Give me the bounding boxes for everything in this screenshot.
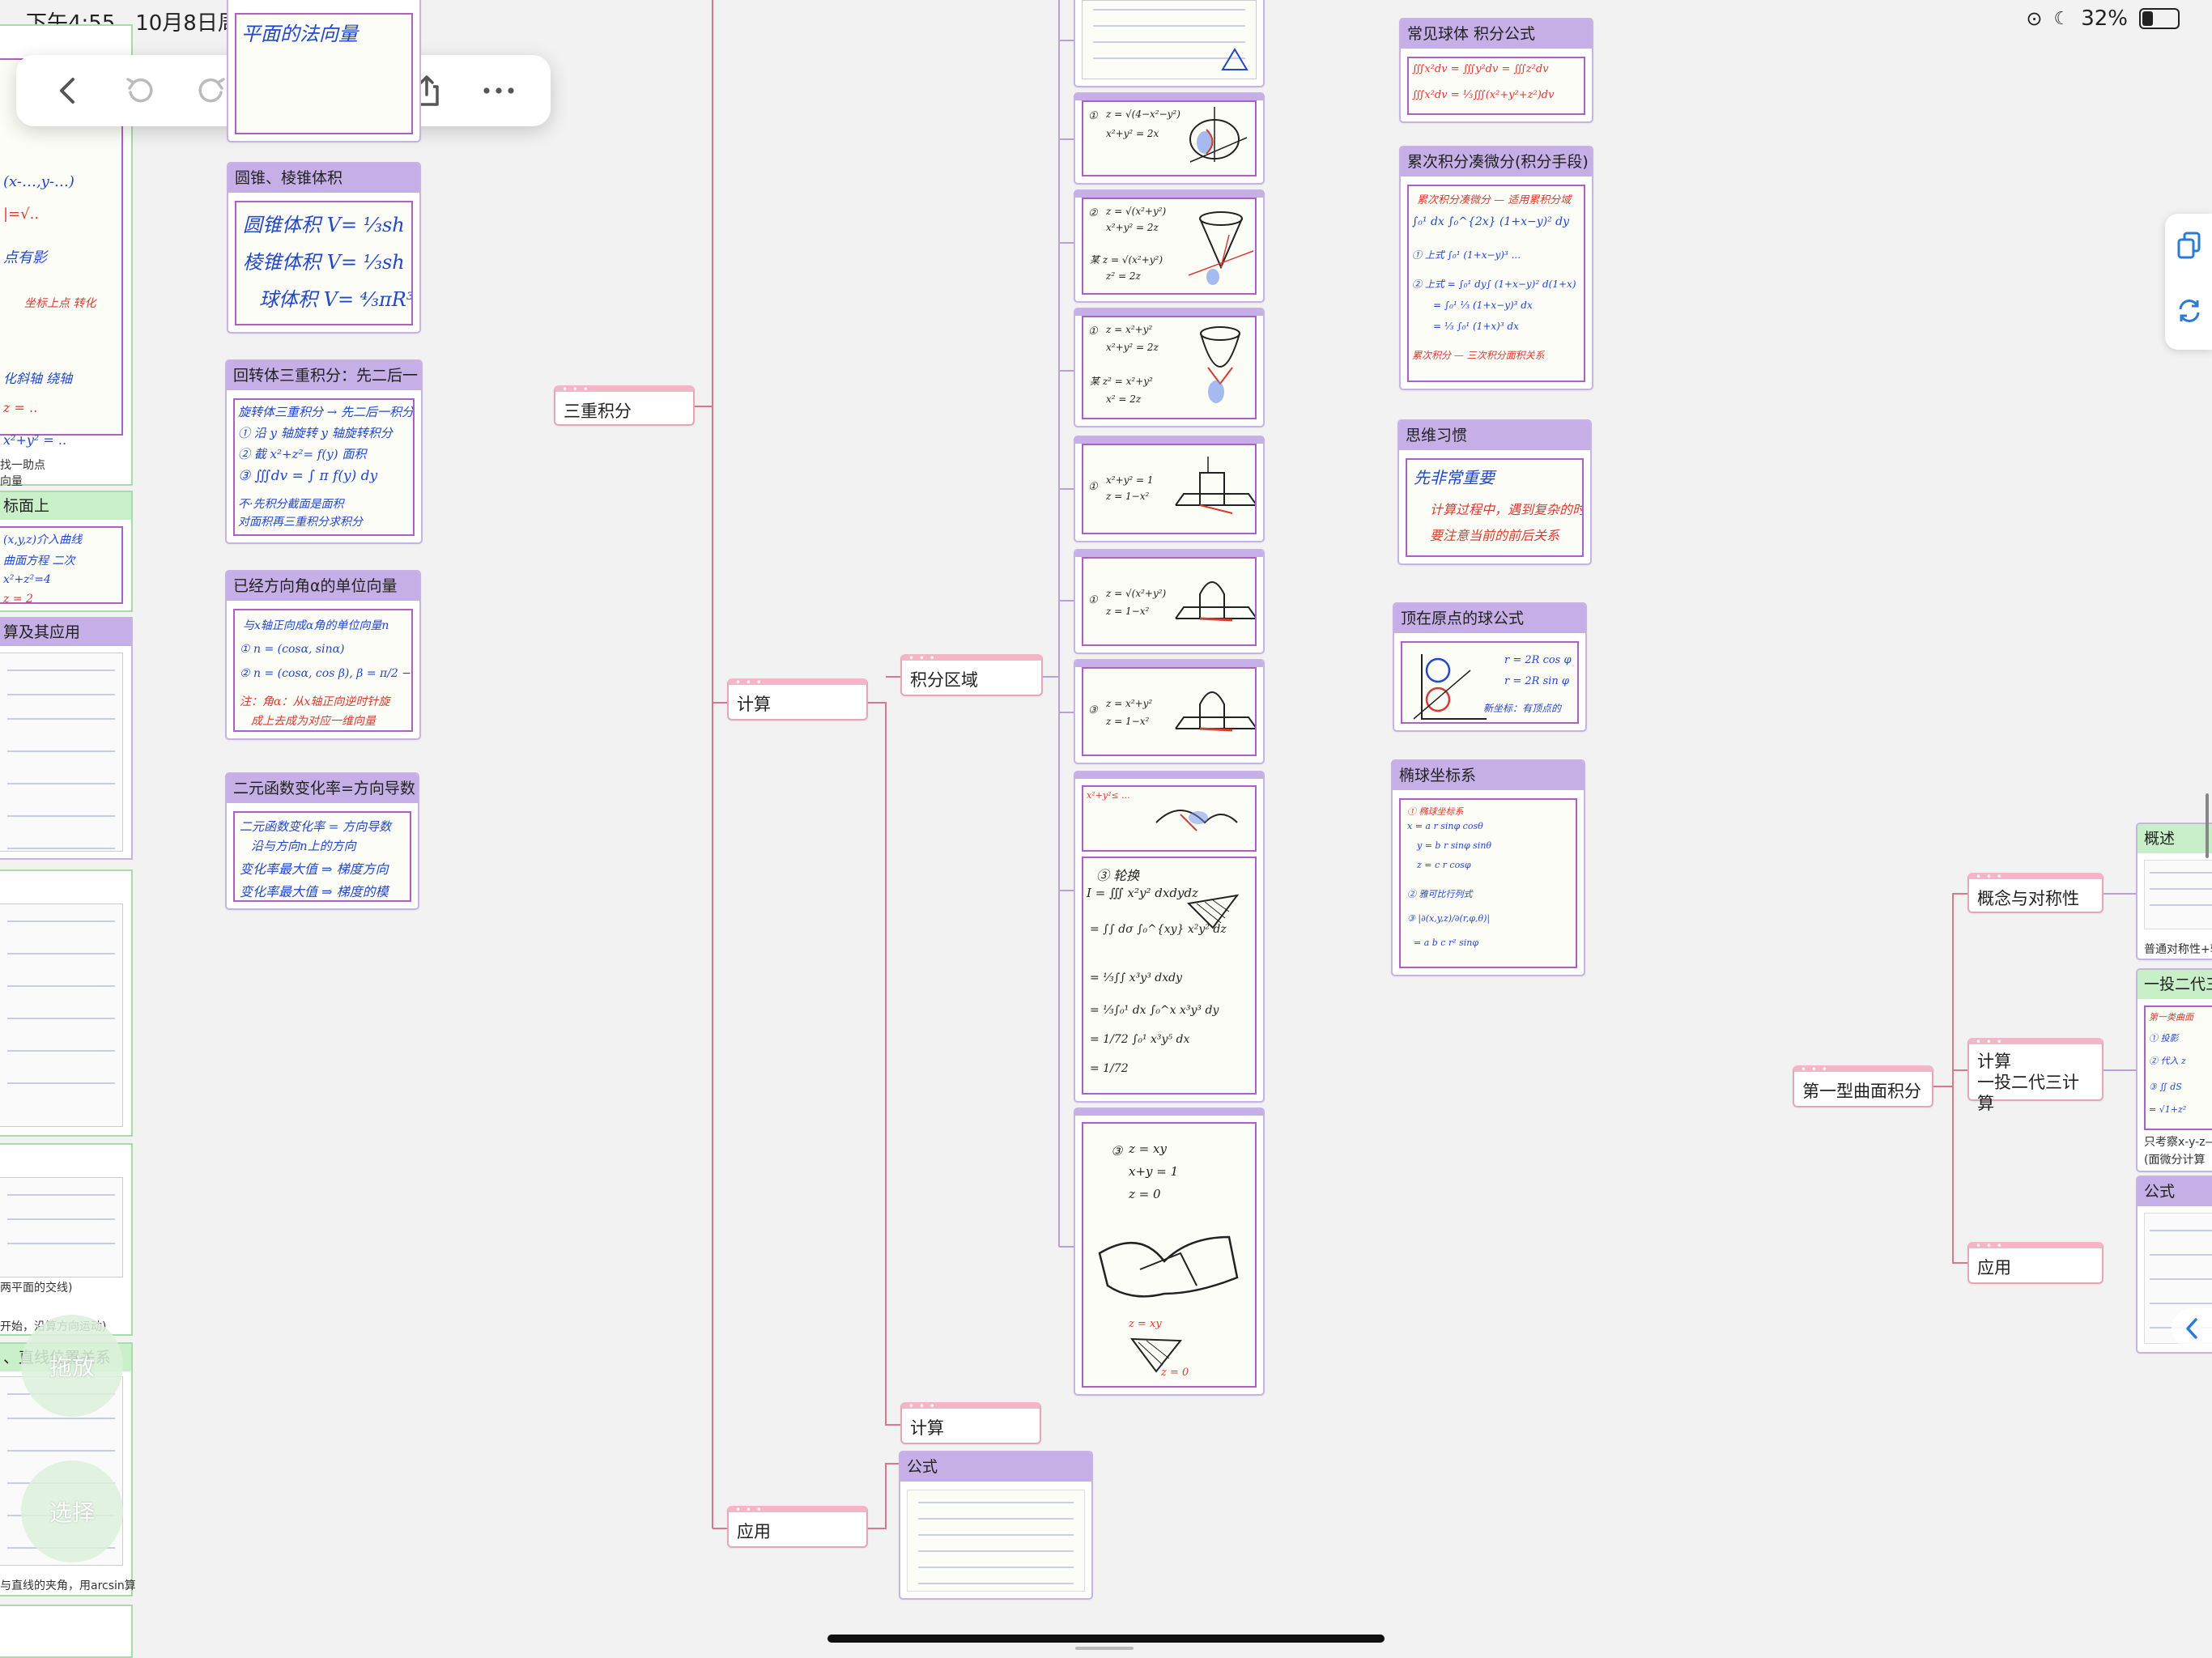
region-card-5[interactable]: ① z = √(x²+y²) z = 1−x²: [1074, 549, 1265, 654]
card-thinking-habit-title: 思维习惯: [1399, 421, 1590, 450]
card-right-overview[interactable]: 概述 普通对称性+轮: [2136, 823, 2212, 960]
card-right-compute-title: 一投二代三: [2138, 970, 2212, 999]
card-direction-unit-vector[interactable]: 已经方向角α的单位向量 与x轴正向成α角的单位向量n ① n = (cosα, …: [225, 570, 421, 740]
sync-icon[interactable]: [2176, 298, 2202, 327]
card-cone-volume-title: 圆锥、棱锥体积: [228, 164, 419, 193]
topic-concept-symmetry[interactable]: • • •概念与对称性: [1967, 872, 2104, 913]
region-card-big[interactable]: x²+y²≤ ... ③ 轮换 I = ∭ x²y² dxdydz = ∫∫ d…: [1074, 771, 1265, 1103]
region-card-3[interactable]: ① z = x²+y² x²+y² = 2z 某 z² = x²+y² x² =…: [1074, 308, 1265, 427]
card-common-sphere[interactable]: 常见球体 积分公式 ∭x²dv = ∭y²dv = ∭z²dv ∭x²dv = …: [1399, 18, 1593, 123]
region-card-1[interactable]: ① z = √(4−x²−y²) x²+y² = 2x: [1074, 92, 1265, 185]
region-sketch-saddle: [1155, 810, 1238, 831]
undo-icon[interactable]: [116, 66, 164, 115]
region-sketch-4: [1175, 457, 1255, 514]
battery-percent: 32%: [2081, 6, 2128, 31]
left-strip-4[interactable]: [0, 869, 133, 1137]
strip3-title: 算及其应用: [0, 619, 131, 646]
strip4-caption-1: 两平面的交线): [0, 1282, 73, 1295]
topic-triple-integral[interactable]: • • •三重积分: [554, 385, 695, 426]
region-sketch-5: [1175, 581, 1255, 622]
region-card-last[interactable]: z = xy x+y = 1 z = 0 ③ z = xy z = 0: [1074, 1107, 1265, 1396]
copy-icon[interactable]: [2176, 232, 2202, 262]
card-sphere-origin-title: 顶在原点的球公式: [1394, 604, 1585, 633]
moon-icon: ☾: [2053, 8, 2070, 29]
card-iterated-integral-title: 累次积分凑微分(积分手段): [1401, 147, 1592, 176]
scroll-indicator[interactable]: [2206, 793, 2209, 858]
card-common-sphere-title: 常见球体 积分公式: [1401, 19, 1592, 49]
right-compute-caption-1: 只考察x-y-z—: [2144, 1136, 2212, 1149]
topic-compute-projection[interactable]: • • •计算 一投二代三计算: [1967, 1037, 2104, 1113]
status-right-group: ⊙ ☾ 32%: [2026, 6, 2180, 31]
topic-integral-region[interactable]: • • •积分区域: [900, 653, 1043, 696]
topic-compute[interactable]: • • •计算: [727, 678, 868, 721]
region-card-0[interactable]: [1074, 0, 1265, 87]
strip2-title: 标面上: [0, 492, 131, 520]
sphere-origin-sketch: [1413, 654, 1487, 720]
left-strip-3[interactable]: 算及其应用: [0, 617, 133, 860]
topic-surface-integral-1[interactable]: • • •第一型曲面积分: [1793, 1065, 1933, 1107]
back-icon[interactable]: [44, 66, 92, 115]
card-sphere-origin[interactable]: 顶在原点的球公式 r = 2R cos φ r = 2R sin φ 新坐标：有…: [1393, 602, 1587, 732]
strip1-label-2: 向量: [0, 475, 23, 488]
region-sketch-wedge: [1129, 1337, 1183, 1373]
more-icon[interactable]: [474, 66, 523, 115]
left-strip-7[interactable]: [0, 1605, 133, 1658]
collapse-arrow-icon[interactable]: [2172, 1308, 2212, 1349]
card-direction-unit-vector-title: 已经方向角α的单位向量: [227, 572, 419, 601]
card-right-overview-title: 概述: [2138, 824, 2212, 853]
region-sketch-triangle: [1186, 894, 1240, 929]
region-card-2[interactable]: ② z = √(x²+y²) x²+y² = 2z 某 z = √(x²+y²)…: [1074, 189, 1265, 303]
card-plane-normal[interactable]: 平面的法向量: [227, 0, 421, 142]
card-cone-volume[interactable]: 圆锥、棱锥体积 圆锥体积 V= ⅓sh 棱锥体积 V= ⅓sh 球体积 V= ⁴…: [227, 162, 421, 334]
card-formula-bottom[interactable]: 公式: [899, 1451, 1093, 1600]
card-ellipsoid-coords[interactable]: 椭球坐标系 ① 椭球坐标系 x = a r sinφ cosθ y = b r …: [1391, 759, 1585, 976]
screen-mirror-icon: ⊙: [2026, 7, 2043, 30]
battery-icon: [2139, 8, 2180, 29]
left-strip-2[interactable]: 标面上 (x,y,z)介入曲线 曲面方程 二次 x²+z²=4 z = 2: [0, 491, 133, 612]
region-sketch-1: [1189, 107, 1248, 163]
card-formula-bottom-title: 公式: [900, 1452, 1091, 1482]
select-button[interactable]: 选择: [21, 1460, 123, 1562]
card-right-compute[interactable]: 一投二代三 第一类曲面 ① 投影 ② 代入 z ③ ∬ dS = √1+z² 只…: [2136, 968, 2212, 1172]
strip5-caption: 与直线的夹角，用arcsin算: [0, 1579, 136, 1592]
region-sketch-6: [1175, 691, 1255, 732]
card-direction-derivative[interactable]: 二元函数变化率=方向导数 二元函数变化率 = 方向导数 沿与方向n上的方向 变化…: [225, 772, 419, 910]
region-sketch-3: [1200, 326, 1240, 403]
card-ellipsoid-coords-title: 椭球坐标系: [1393, 761, 1584, 790]
right-overview-caption: 普通对称性+轮: [2144, 943, 2212, 956]
region-card-6[interactable]: ③ z = x²+y² z = 1−x²: [1074, 659, 1265, 764]
card-direction-derivative-title: 二元函数变化率=方向导数: [227, 774, 418, 803]
right-side-panel: [2165, 214, 2212, 350]
drag-button[interactable]: 拖放: [21, 1315, 123, 1417]
region-card-4[interactable]: ① x²+y² = 1 z = 1−x²: [1074, 436, 1265, 542]
card-rotation-body[interactable]: 回转体三重积分：先二后一 旋转体三重积分 → 先二后一积分 ① 沿 y 轴旋转 …: [225, 359, 423, 544]
topic-apply-2[interactable]: • • •应用: [1967, 1241, 2104, 1284]
topic-compute-2[interactable]: • • •计算: [900, 1401, 1041, 1444]
home-indicator[interactable]: [827, 1635, 1385, 1643]
redo-icon[interactable]: [187, 66, 236, 115]
card-thinking-habit[interactable]: 思维习惯 先非常重要 计算过程中，遇到复杂的时候 要注意当前的前后关系: [1397, 419, 1592, 565]
card-right-formula-title: 公式: [2138, 1177, 2212, 1206]
right-compute-caption-2: (面微分计算: [2144, 1154, 2206, 1167]
topic-apply[interactable]: • • •应用: [727, 1505, 868, 1548]
left-strip-5[interactable]: 两平面的交线) 开始，沿算方向运动): [0, 1143, 133, 1336]
region-sketch-surface: [1098, 1235, 1239, 1298]
strip1-label-1: 找一助点: [0, 459, 45, 472]
region-sketch-2: [1188, 211, 1254, 285]
home-indicator-shadow: [1075, 1647, 1134, 1650]
card-iterated-integral[interactable]: 累次积分凑微分(积分手段) 累次积分凑微分 — 适用累积分域 ∫₀¹ dx ∫₀…: [1399, 146, 1593, 390]
card-rotation-body-title: 回转体三重积分：先二后一: [227, 361, 421, 390]
card-top-partial-text: 平面的法向量: [241, 23, 358, 45]
